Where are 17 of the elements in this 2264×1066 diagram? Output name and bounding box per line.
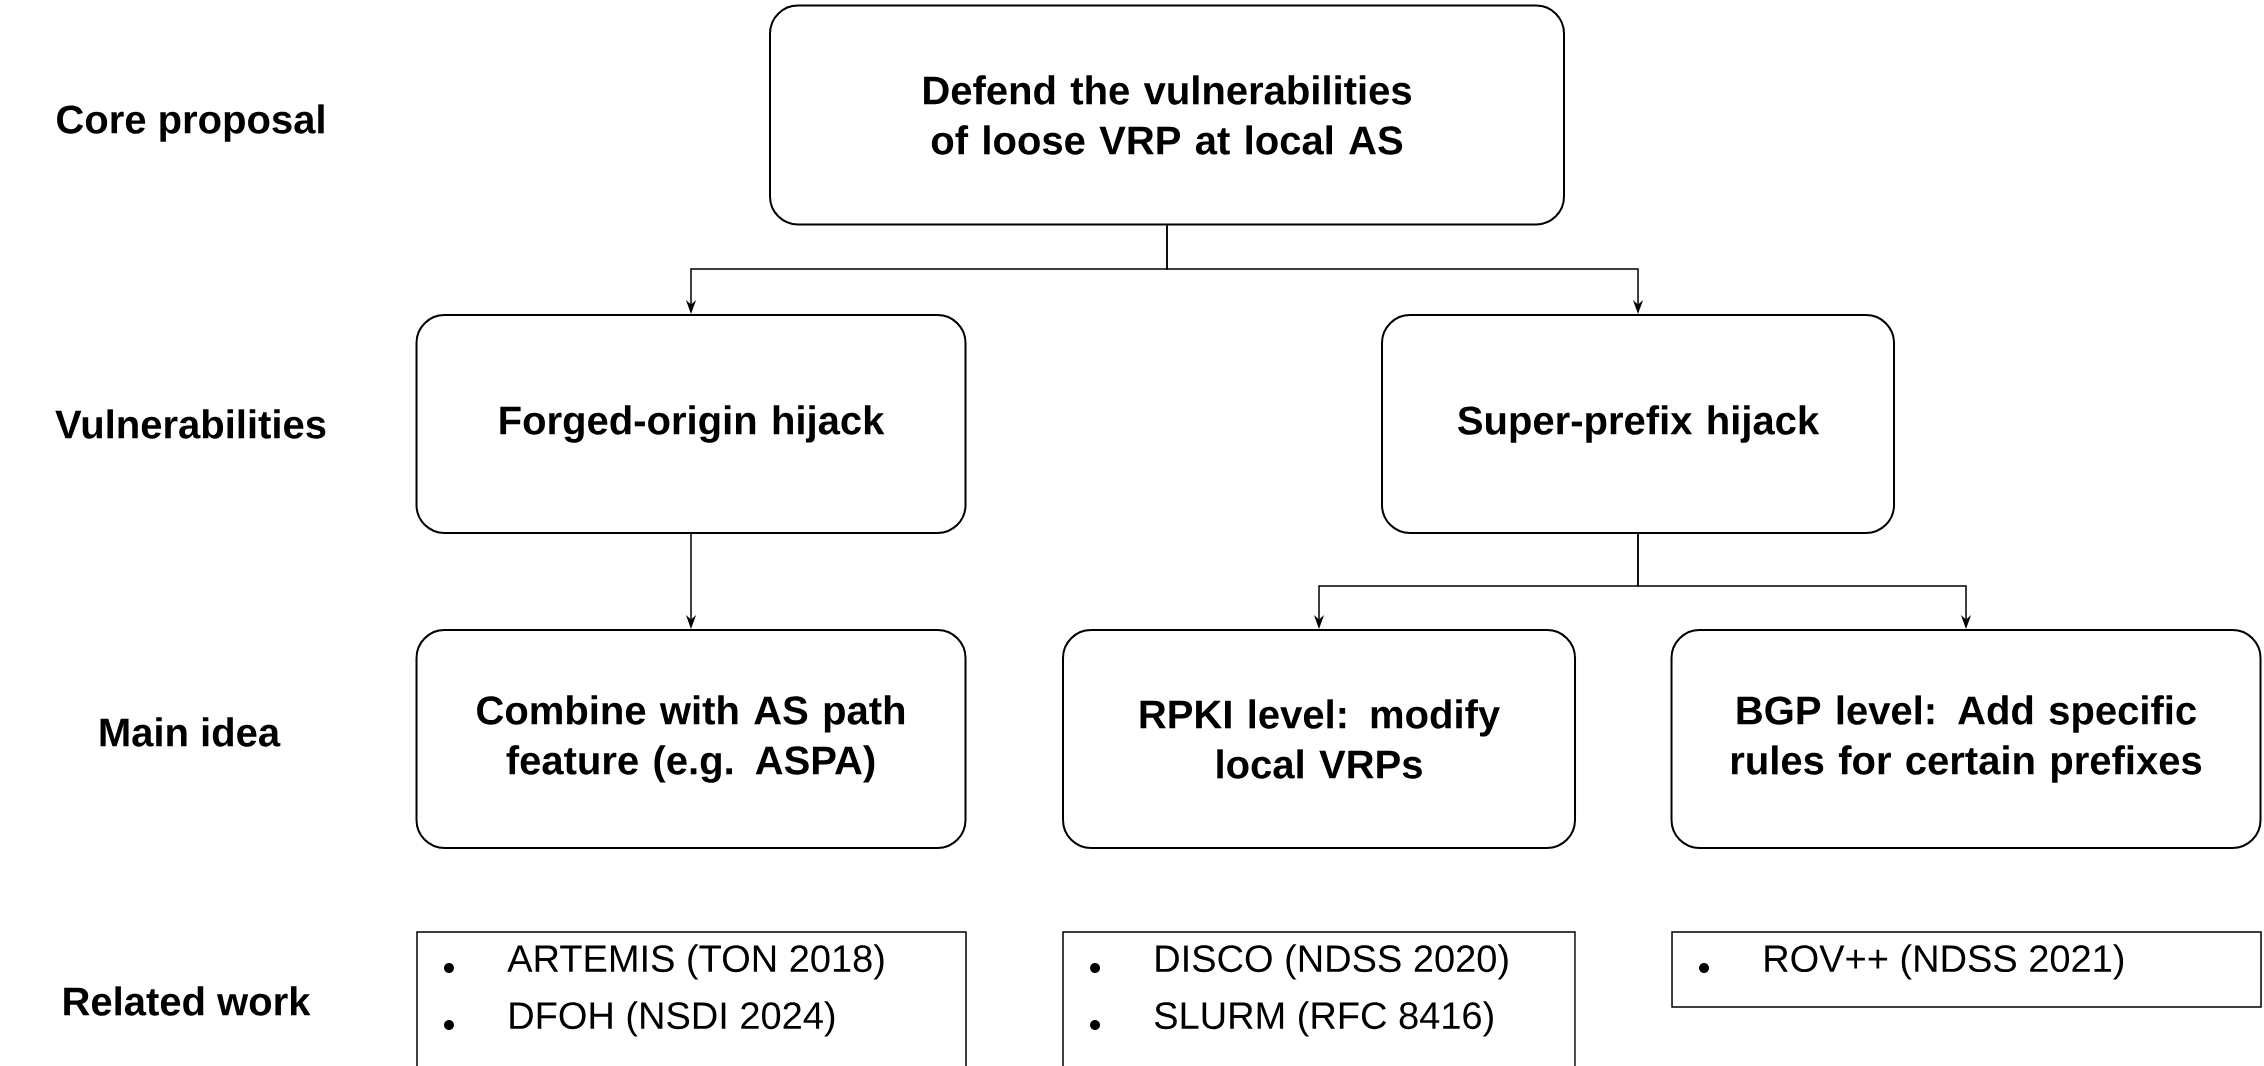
rounded-box: BGP level: Add specific rules for certain prefixes [1670, 629, 2262, 849]
node-label: ARTEMIS (TON 2018) [507, 944, 884, 980]
bullet-list-box: DISCO (NDSS 2020) SLURM (RFC 8416) [1062, 931, 1576, 1066]
bullet-list-box: ROV++ (NDSS 2021) [1671, 931, 2262, 1008]
rounded-box: Super-prefix hijack [1381, 314, 1895, 534]
node-label: SLURM (RFC 8416) [1154, 1001, 1493, 1037]
node-label: DISCO (NDSS 2020) [1156, 944, 1508, 980]
row-label: Core proposal [57, 104, 324, 142]
bullet-list-box: ARTEMIS (TON 2018) DFOH (NSDI 2024) [416, 931, 967, 1066]
row-label: Related work [64, 986, 311, 1016]
rounded-box: Combine with AS path feature (e.g. ASPA) [415, 629, 967, 849]
rounded-box: RPKI level: modify local VRPs [1062, 629, 1576, 849]
rounded-box: Defend the vulnerabilities of loose VRP at local AS [769, 4, 1565, 226]
row-label: Main idea [100, 717, 281, 747]
node-label: DFOH (NSDI 2024) [510, 1001, 835, 1037]
rounded-box: Forged-origin hijack [415, 314, 967, 534]
row-label: Vulnerabilities [55, 409, 326, 439]
